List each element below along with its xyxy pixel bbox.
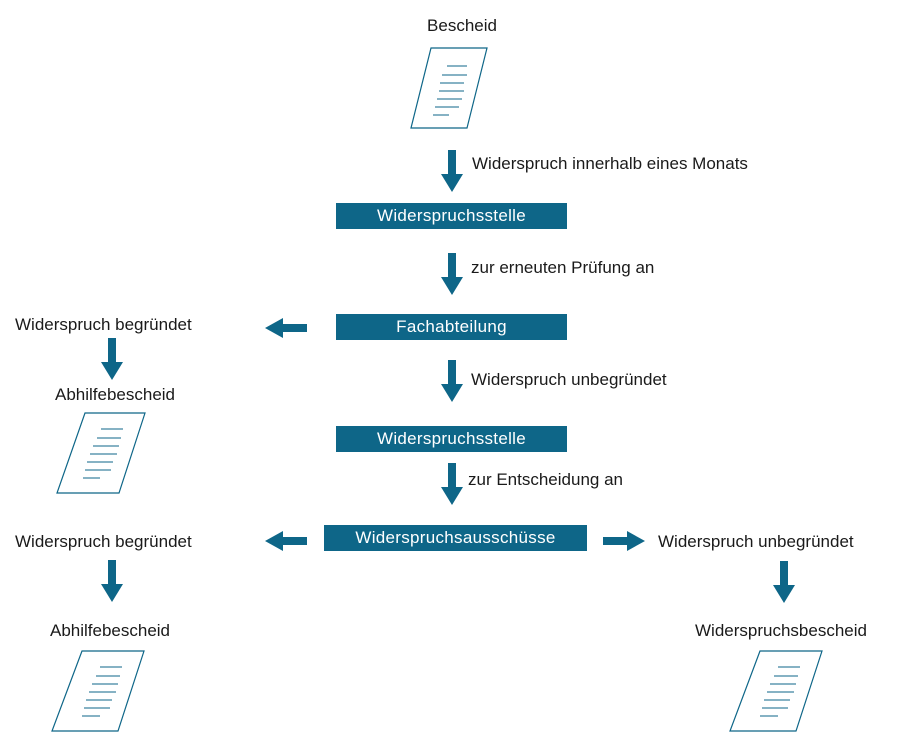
- arrow-down-icon: [101, 338, 123, 380]
- widerspruchsstelle-box-2: Widerspruchsstelle: [336, 426, 567, 452]
- arrow-right-icon: [603, 531, 645, 551]
- widerspruchsausschuesse-box: Widerspruchsausschüsse: [324, 525, 587, 551]
- fachabteilung-box: Fachabteilung: [336, 314, 567, 340]
- document-icon: [51, 650, 145, 732]
- right2-label: Widerspruch unbegründet: [658, 532, 854, 551]
- document-icon: [410, 47, 488, 129]
- step3-label: Widerspruch unbegründet: [471, 370, 667, 389]
- left2-document-label: Abhilfebescheid: [49, 621, 171, 640]
- arrow-down-icon: [441, 360, 463, 402]
- widerspruchsstelle-box-1: Widerspruchsstelle: [336, 203, 567, 229]
- top-document-label: Bescheid: [427, 16, 497, 35]
- arrow-down-icon: [773, 561, 795, 603]
- right2-document-label: Widerspruchsbescheid: [695, 621, 867, 640]
- arrow-left-icon: [265, 531, 307, 551]
- arrow-down-icon: [101, 560, 123, 602]
- step2-label: zur erneuten Prüfung an: [471, 258, 655, 277]
- left1-label: Widerspruch begründet: [15, 315, 192, 334]
- arrow-down-icon: [441, 253, 463, 295]
- step4-label: zur Entscheidung an: [468, 470, 623, 489]
- left1-document-label: Abhilfebescheid: [54, 385, 176, 404]
- document-icon: [729, 650, 823, 732]
- left2-label: Widerspruch begründet: [15, 532, 192, 551]
- document-icon: [56, 412, 146, 494]
- arrow-down-icon: [441, 150, 463, 192]
- step1-label: Widerspruch innerhalb eines Monats: [472, 154, 748, 173]
- arrow-down-icon: [441, 463, 463, 505]
- arrow-left-icon: [265, 318, 307, 338]
